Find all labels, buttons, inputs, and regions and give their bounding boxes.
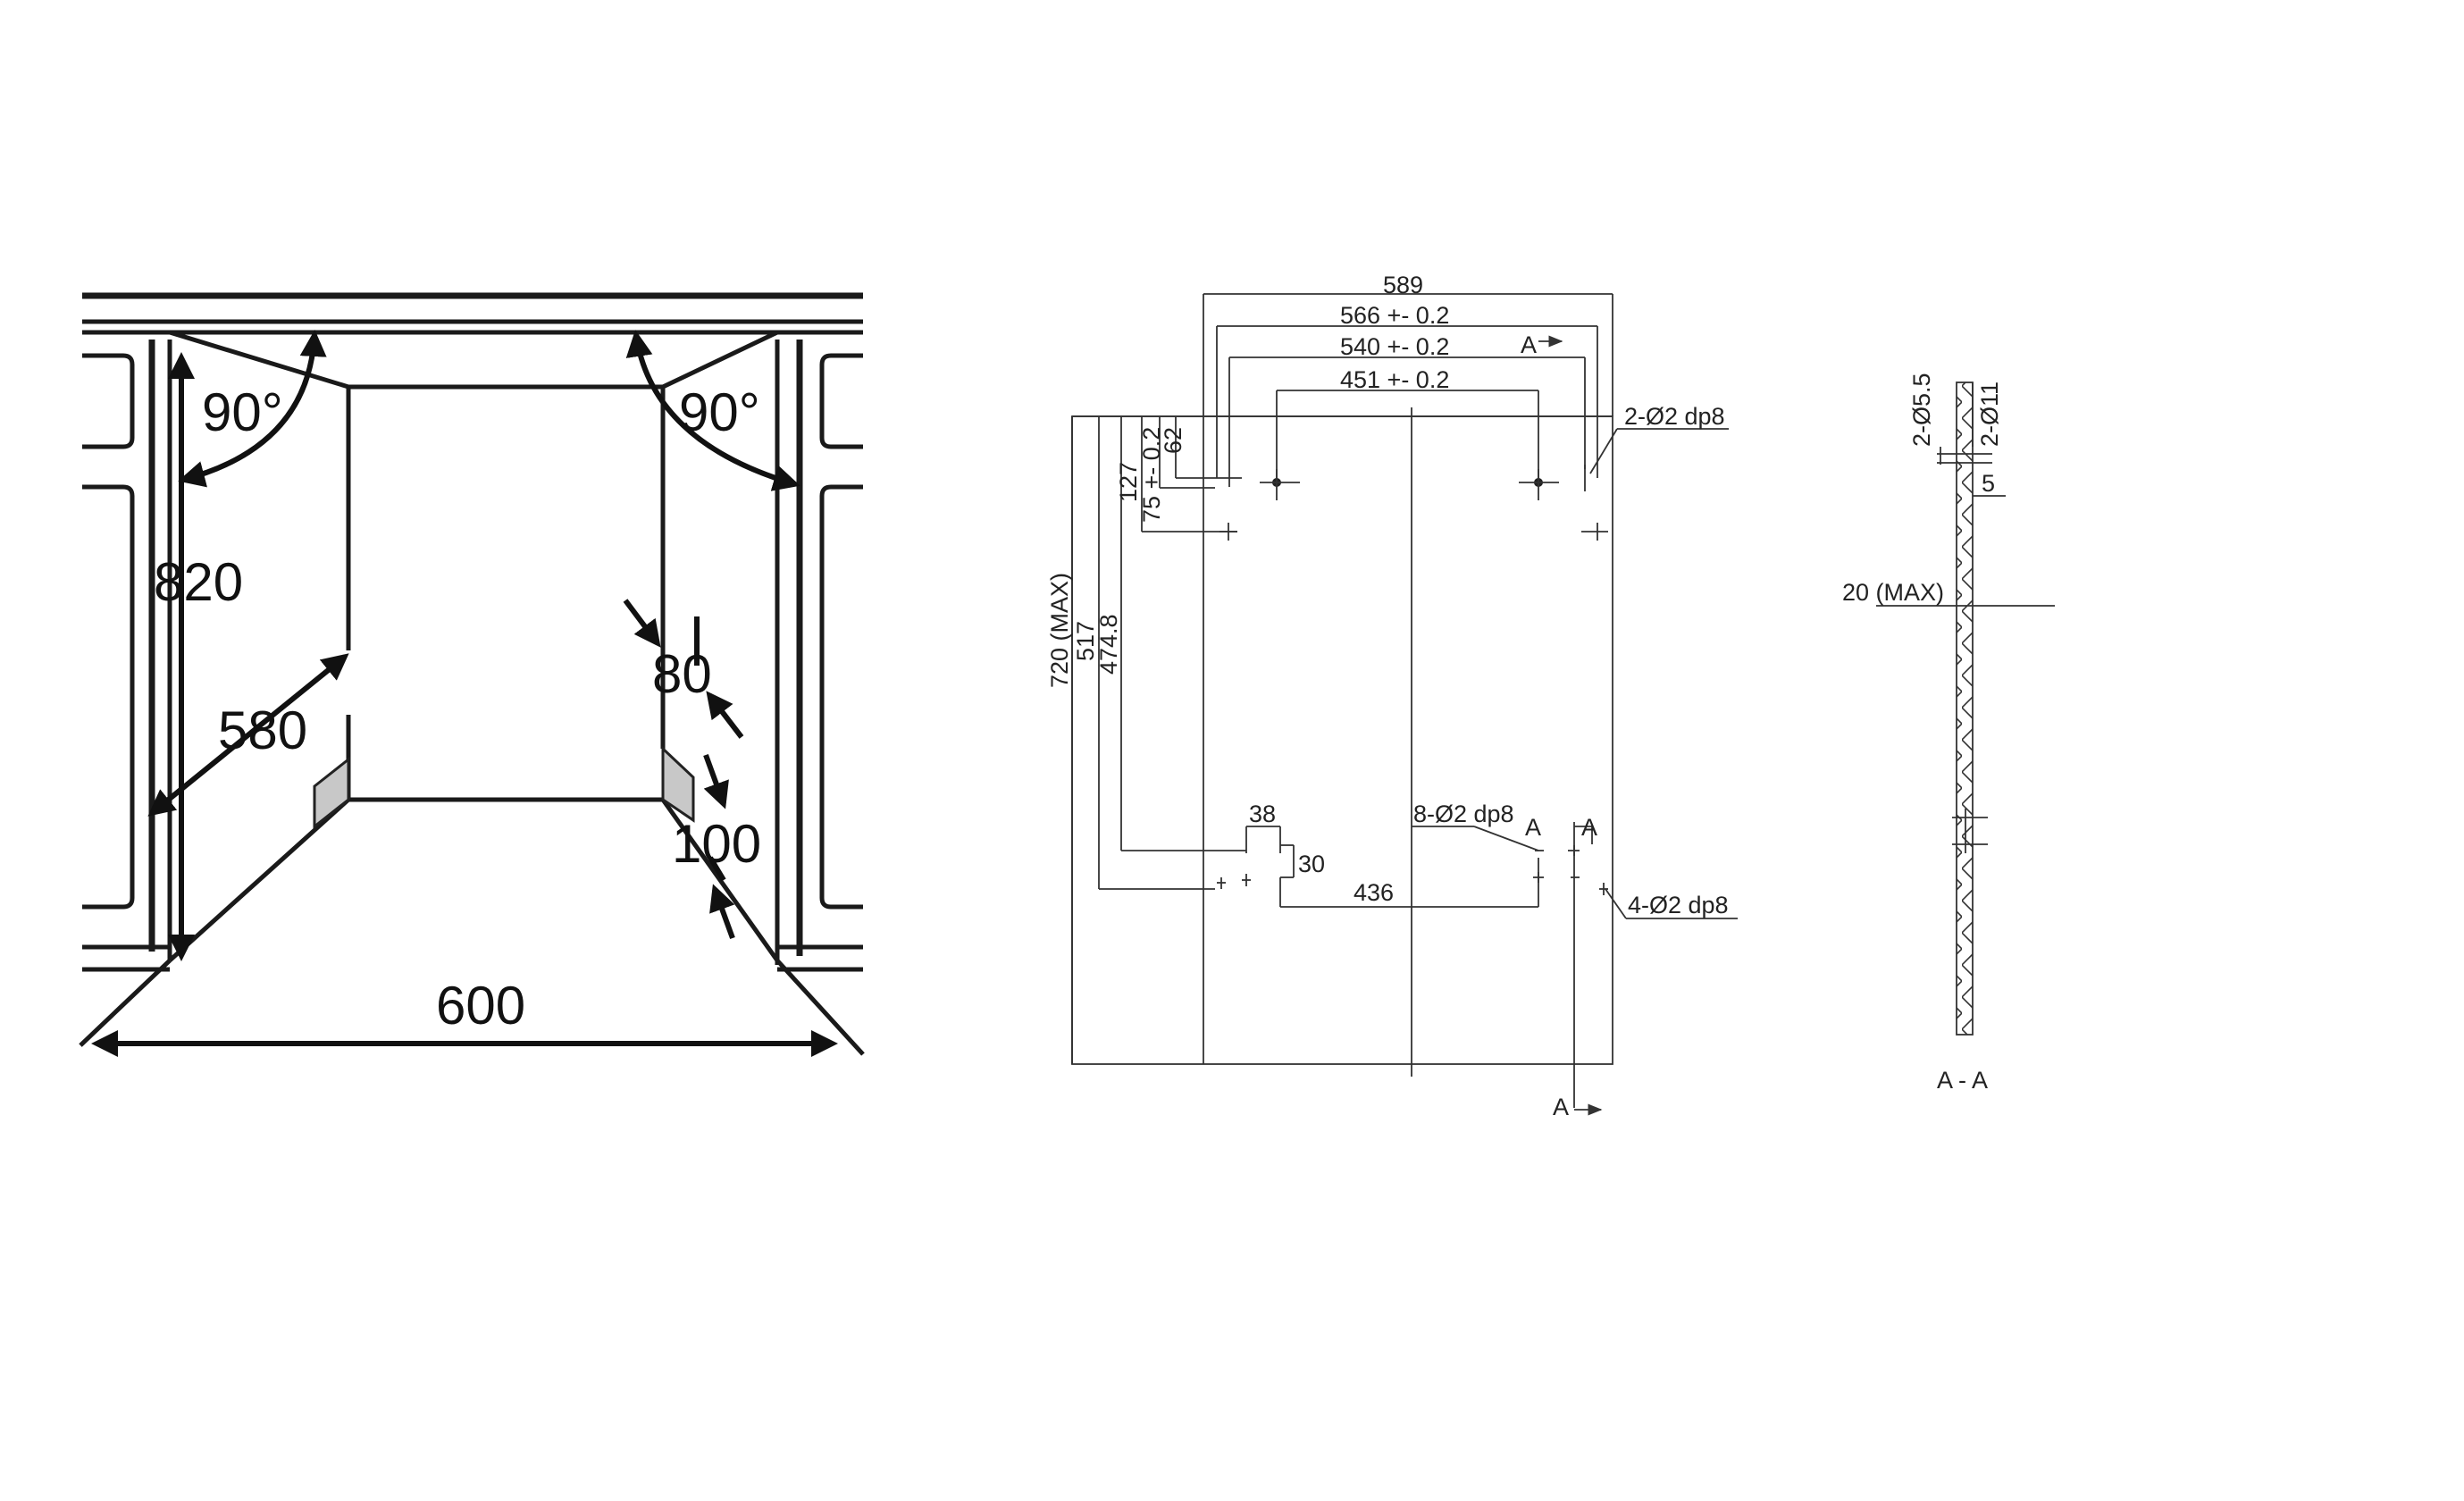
dim-127: 127	[1115, 462, 1142, 502]
dim-75: 75 +- 0.2	[1138, 427, 1165, 523]
left-angle-arc	[178, 330, 327, 488]
section-a-a-drawing: 2-Ø5.5 2-Ø11 5 20 (MAX) A - A	[1842, 373, 2055, 1094]
width-label: 600	[436, 976, 525, 1036]
section-profile	[1956, 382, 1974, 1036]
cabinet-niche-diagram: 90° 90° 820 580 80 100 600	[79, 292, 865, 1057]
height-label: 820	[154, 552, 243, 612]
section-hole-55: 2-Ø5.5	[1908, 373, 1935, 447]
floor-offset-label: 100	[672, 814, 761, 874]
dim-474-8: 474.8	[1095, 614, 1122, 675]
dim-436: 436	[1354, 879, 1394, 906]
right-floor-block	[661, 745, 695, 823]
left-angle-label: 90°	[202, 382, 283, 442]
dim-38: 38	[1249, 801, 1276, 827]
section-marker-mid-right: A	[1581, 814, 1597, 841]
dim-589: 589	[1383, 272, 1423, 298]
dim-720-max: 720 (MAX)	[1046, 573, 1073, 688]
dim-566: 566 +- 0.2	[1340, 302, 1449, 329]
section-label: A - A	[1937, 1067, 1988, 1094]
depth-offset-label: 80	[652, 644, 712, 704]
dim-62: 62	[1160, 427, 1186, 454]
cabinet-dimension-arrows	[91, 330, 838, 1057]
right-angle-arc	[625, 330, 800, 491]
depth-label: 580	[218, 700, 307, 760]
left-neighbour-cabinet	[82, 340, 172, 972]
dim-517: 517	[1072, 621, 1099, 661]
dim-30: 30	[1298, 851, 1325, 877]
mid-holes-note: 8-Ø2 dp8	[1413, 801, 1514, 827]
right-angle-label: 90°	[679, 382, 760, 442]
section-marker-mid-left: A	[1525, 814, 1541, 841]
section-marker-top: A	[1521, 331, 1537, 358]
door-panel-drawing: 589 566 +- 0.2 540 +- 0.2 451 +- 0.2 A A…	[1046, 272, 1738, 1120]
section-hole-11: 2-Ø11	[1976, 382, 2003, 447]
depth-arrow	[147, 653, 349, 817]
section-marker-bottom: A	[1553, 1094, 1569, 1120]
section-thickness-max: 20 (MAX)	[1842, 579, 1944, 606]
dim-540: 540 +- 0.2	[1340, 333, 1449, 360]
section-dim-5: 5	[1982, 470, 1995, 497]
bottom-holes-note: 4-Ø2 dp8	[1628, 892, 1729, 918]
right-neighbour-cabinet	[775, 340, 863, 972]
top-holes-note: 2-Ø2 dp8	[1624, 403, 1725, 430]
dim-451: 451 +- 0.2	[1340, 366, 1449, 393]
